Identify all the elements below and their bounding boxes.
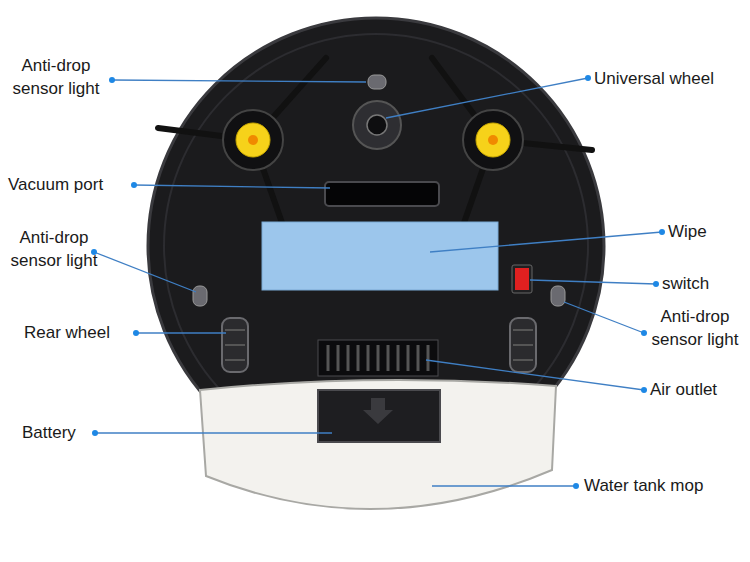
slot — [397, 345, 400, 371]
leader-dot — [573, 483, 579, 489]
part-label: Wipe — [668, 221, 707, 244]
tread-line — [225, 344, 245, 346]
slot — [427, 345, 430, 371]
tread-line — [225, 359, 245, 361]
switch-rocker — [515, 268, 529, 290]
part-label: Anti-drop sensor light — [643, 306, 747, 352]
slot — [337, 345, 340, 371]
brush-hub — [236, 123, 510, 157]
slot — [387, 345, 390, 371]
water-tank-mop — [200, 380, 556, 509]
leader-dot — [641, 387, 647, 393]
leader-dot — [92, 430, 98, 436]
slot — [377, 345, 380, 371]
part-label: Anti-drop sensor light — [2, 227, 106, 273]
vacuum-port — [325, 182, 439, 206]
hub-center — [248, 135, 258, 145]
leader-line — [134, 185, 330, 188]
slot — [327, 345, 330, 371]
slot — [347, 345, 350, 371]
sensor-window — [368, 75, 386, 89]
part-label: switch — [662, 273, 709, 296]
wipe-pad — [262, 222, 498, 290]
part-label: Water tank mop — [584, 475, 703, 498]
leader-line — [94, 252, 196, 292]
part-label: Rear wheel — [24, 322, 110, 345]
leader-dot — [659, 229, 665, 235]
outlet-slots — [328, 345, 428, 371]
tread-line — [225, 329, 245, 331]
brush-seat — [223, 110, 283, 170]
leader-line — [430, 232, 662, 252]
tread-line — [513, 344, 533, 346]
side-brush — [158, 58, 592, 240]
arrow-mark — [363, 398, 393, 424]
tread-line — [513, 329, 533, 331]
part-label: Universal wheel — [594, 68, 714, 91]
rear-wheel — [222, 318, 536, 372]
leader-dots — [91, 75, 665, 489]
sensor-window — [193, 286, 207, 306]
wheel-hub — [367, 115, 387, 135]
leader-lines — [94, 78, 662, 486]
slot — [417, 345, 420, 371]
part-label: Air outlet — [650, 379, 717, 402]
leader-dot — [585, 75, 591, 81]
slot — [407, 345, 410, 371]
leader-dot — [133, 330, 139, 336]
leader-dot — [109, 77, 115, 83]
leader-dot — [641, 330, 647, 336]
air-outlet — [318, 340, 438, 376]
slot — [357, 345, 360, 371]
slot — [367, 345, 370, 371]
part-label: Vacuum port — [8, 174, 103, 197]
hub-disc — [476, 123, 510, 157]
leader-line — [530, 280, 656, 284]
brush-seat — [463, 110, 523, 170]
part-label: Battery — [22, 422, 76, 445]
leader-line — [564, 302, 644, 333]
battery-cover — [318, 390, 440, 442]
sensor-window — [551, 286, 565, 306]
leader-line — [136, 332, 226, 333]
leader-dot — [653, 281, 659, 287]
leader-line — [426, 360, 644, 390]
leader-line — [95, 432, 332, 433]
leader-line — [432, 485, 576, 486]
hub-center — [488, 135, 498, 145]
leader-dot — [131, 182, 137, 188]
part-label: Anti-drop sensor light — [4, 55, 108, 101]
hub-disc — [236, 123, 270, 157]
wheel-tyre — [222, 318, 248, 372]
leader-line — [386, 78, 588, 118]
tread-line — [513, 359, 533, 361]
wheel-tyre — [510, 318, 536, 372]
universal-wheel — [353, 101, 401, 149]
leader-line — [112, 80, 366, 82]
switch-frame — [512, 265, 532, 293]
